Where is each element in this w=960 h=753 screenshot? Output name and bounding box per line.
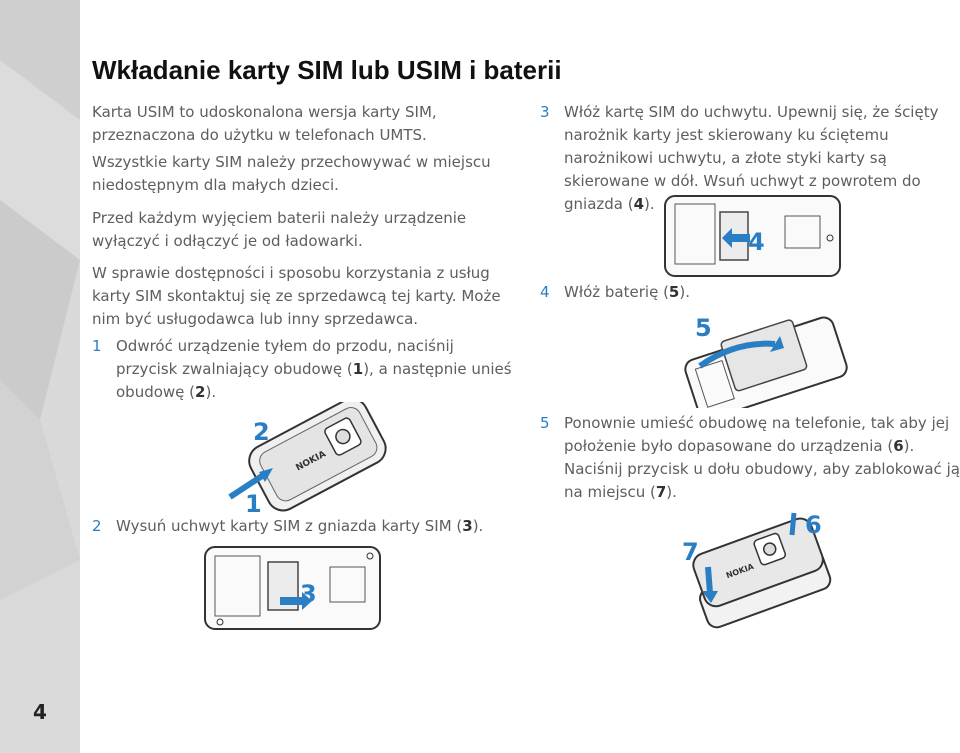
callout-4: 4 — [748, 228, 765, 256]
figure-replace-cover: NOKIA 7 6 — [680, 505, 840, 630]
figure-sim-holder: 3 — [200, 542, 390, 637]
page-number: 4 — [33, 700, 47, 724]
step-2: 2 Wysuń uchwyt karty SIM z gniazda karty… — [92, 515, 517, 538]
callout-6: 6 — [805, 511, 822, 539]
figure-insert-battery: 5 — [680, 296, 850, 408]
step-number: 4 — [540, 283, 550, 301]
sidebar-pattern — [0, 0, 80, 753]
sim-holder-illustration: 3 — [204, 546, 381, 630]
step-number: 1 — [92, 337, 102, 355]
step-5: 5 Ponownie umieść obudowę na telefonie, … — [540, 412, 960, 504]
step-number: 5 — [540, 414, 550, 432]
sidebar-decoration: 4 — [0, 0, 80, 753]
page-title: Wkładanie karty SIM lub USIM i baterii — [92, 55, 562, 85]
replace-cover-illustration: NOKIA 7 6 — [682, 511, 832, 629]
figure-remove-cover: NOKIA 2 1 — [225, 402, 395, 517]
step-number: 3 — [540, 103, 550, 121]
step-text: Ponownie umieść obudowę na telefonie, ta… — [564, 414, 960, 501]
figure-insert-sim: 4 — [660, 192, 850, 282]
step-text: Odwróć urządzenie tyłem do przodu, naciś… — [116, 337, 512, 401]
step-3: 3 Włóż kartę SIM do uchwytu. Upewnij się… — [540, 101, 960, 216]
step-1: 1 Odwróć urządzenie tyłem do przodu, nac… — [92, 335, 517, 404]
step-number: 2 — [92, 517, 102, 535]
sim-insert-illustration: 4 — [664, 195, 841, 277]
callout-5: 5 — [695, 314, 712, 342]
callout-1: 1 — [245, 490, 262, 517]
battery-illustration: 5 — [684, 314, 848, 408]
step-4: 4 Włóż baterię (5). — [540, 281, 840, 304]
step-text: Włóż kartę SIM do uchwytu. Upewnij się, … — [564, 103, 939, 213]
callout-7: 7 — [682, 538, 699, 566]
battery-warning-paragraph: Przed każdym wyjęciem baterii należy urz… — [92, 209, 467, 250]
callout-2: 2 — [253, 418, 270, 446]
phone-back-illustration: NOKIA 2 1 — [228, 402, 387, 517]
step-text: Wysuń uchwyt karty SIM z gniazda karty S… — [116, 517, 484, 535]
callout-3: 3 — [300, 580, 317, 608]
step-text: Włóż baterię (5). — [564, 283, 690, 301]
availability-paragraph: W sprawie dostępności i sposobu korzysta… — [92, 264, 501, 328]
safety-paragraph: Wszystkie karty SIM należy przechowywać … — [92, 153, 491, 194]
intro-paragraph: Karta USIM to udoskonalona wersja karty … — [92, 103, 437, 144]
